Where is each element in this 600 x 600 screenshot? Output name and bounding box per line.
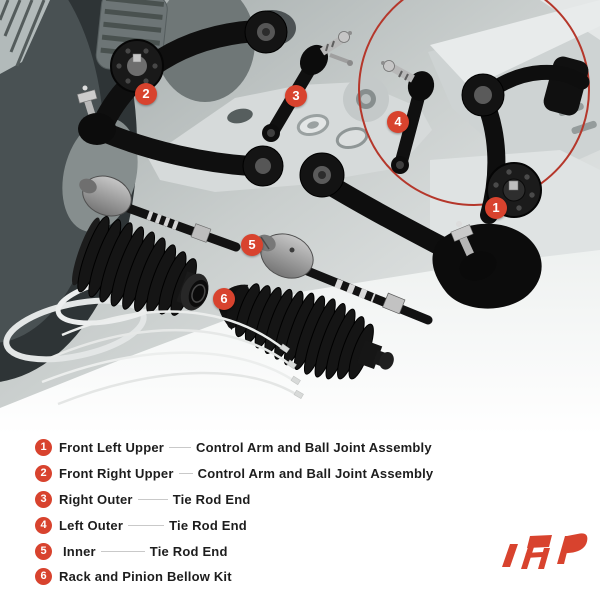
cable-ties (41, 310, 304, 406)
callout-marker-5: 5 (241, 234, 263, 256)
callout-marker-4: 4 (387, 111, 409, 133)
legend-number-badge: 1 (35, 439, 52, 457)
legend-connector-line (178, 473, 193, 475)
legend-connector-line (169, 447, 192, 449)
legend-item-description: Tie Rod End (169, 517, 247, 533)
legend-item-label: Rack and Pinion Bellow Kit (59, 569, 232, 585)
callout-marker-6: 6 (213, 288, 235, 310)
parts-legend: 1 Front Left Upper Control Arm and Ball … (35, 435, 585, 590)
legend-item-description: Control Arm and Ball Joint Assembly (197, 466, 434, 482)
legend-number-badge: 5 (35, 542, 52, 560)
legend-number-badge: 2 (35, 465, 52, 483)
legend-item-label: Left Outer (59, 517, 124, 533)
inner-tie-rod-left (79, 175, 241, 252)
legend-item-label: Front Left Upper (59, 440, 165, 456)
legend-item-3: 3 Right Outer Tie Rod End (35, 487, 585, 513)
legend-item-2: 2 Front Right Upper Control Arm and Ball… (35, 461, 585, 487)
legend-connector-line (100, 550, 145, 552)
photo-area: 1 2 3 4 5 6 (0, 0, 600, 435)
legend-number-badge: 3 (35, 490, 52, 508)
legend-item-4: 4 Left Outer Tie Rod End (35, 512, 585, 538)
ap-logo-glyph (502, 533, 588, 569)
legend-number-badge: 4 (35, 516, 52, 534)
callout-marker-3: 3 (285, 85, 307, 107)
brand-logo (479, 527, 595, 583)
legend-item-label: Inner (63, 543, 96, 559)
tie-rod-end-left-outer (381, 60, 435, 174)
legend-item-1: 1 Front Left Upper Control Arm and Ball … (35, 435, 585, 461)
legend-connector-line (137, 498, 168, 500)
bellow-left (72, 215, 209, 316)
callout-marker-1: 1 (485, 197, 507, 219)
legend-item-5: 5 Inner Tie Rod End (35, 538, 585, 564)
legend-connector-line (128, 524, 165, 526)
legend-number-badge: 6 (35, 568, 52, 586)
control-arm-left (76, 10, 288, 187)
legend-item-description: Tie Rod End (149, 543, 228, 559)
legend-item-description: Tie Rod End (172, 491, 251, 507)
callout-marker-2: 2 (135, 83, 157, 105)
highlight-circle (358, 0, 590, 206)
legend-item-description: Control Arm and Ball Joint Assembly (196, 440, 432, 456)
legend-item-label: Front Right Upper (59, 466, 174, 482)
legend-item-6: 6 Rack and Pinion Bellow Kit (35, 564, 585, 590)
legend-item-label: Right Outer (59, 491, 133, 507)
background-swirl (3, 297, 147, 363)
photo-illustration (0, 0, 600, 435)
